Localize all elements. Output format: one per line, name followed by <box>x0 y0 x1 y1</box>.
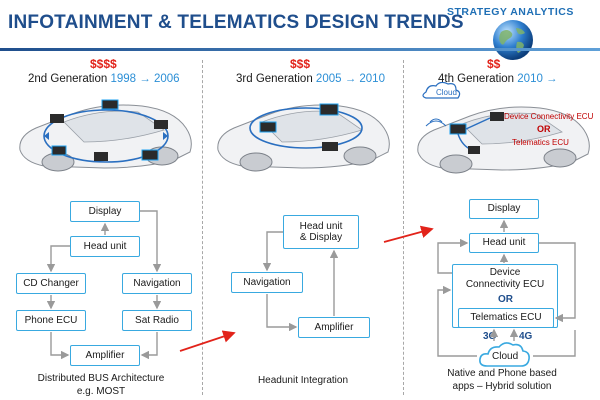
gen4-cloud-icon <box>479 342 530 367</box>
gen2-sat-radio-box: Sat Radio <box>122 310 192 331</box>
gen3-head-unit-label: Head unit <box>299 220 343 232</box>
gen4-caption-line1: Native and Phone based <box>447 368 557 379</box>
gen2-caption-line1: Distributed BUS Architecture <box>37 373 165 384</box>
gen4-or-box-label: OR <box>498 294 513 305</box>
gen2-year-range: 1998 → 2006 <box>110 73 180 85</box>
gen3-headunit-nav-link <box>262 231 283 272</box>
gen4-cloud-right-link <box>533 330 576 357</box>
gen3-nav-amp-link <box>266 294 298 332</box>
column-divider-2 <box>403 60 404 395</box>
gen4-year-range: 2010 → <box>517 73 558 85</box>
gen3-title-prefix: 3rd Generation <box>236 73 316 85</box>
gen4-cost: $$ <box>487 57 501 71</box>
brand-name: STRATEGY ANALYTICS <box>447 6 574 18</box>
transition-arrow-3-4 <box>383 225 434 243</box>
gen2-car-illustration <box>19 99 192 172</box>
globe-icon <box>493 20 533 60</box>
gen3-head-unit-display-box: Head unit & Display <box>283 215 359 249</box>
gen3-amplifier-box: Amplifier <box>298 317 370 338</box>
gen3-cost: $$$ <box>290 57 311 71</box>
gen4-cloud-top-label: Cloud <box>436 88 457 97</box>
gen3-car-illustration <box>217 103 390 172</box>
gen2-head-unit-box: Head unit <box>70 236 140 257</box>
gen2-cd-changer-box: CD Changer <box>16 273 86 294</box>
gen2-display-nav-link <box>140 210 162 273</box>
gen4-device-label: Device <box>489 267 521 278</box>
gen4-connectivity-ecu-label: Connectivity ECU <box>465 278 545 290</box>
column-divider-1 <box>202 60 203 395</box>
gen2-phone-amp-link <box>50 332 70 360</box>
gen4-caption: Native and Phone based apps – Hybrid sol… <box>404 368 600 393</box>
gen3-display-label: & Display <box>299 232 343 243</box>
gen2-sat-amp-link <box>140 332 158 360</box>
gen4-telematics-ecu-box: Telematics ECU <box>458 308 554 328</box>
gen2-title-prefix: 2nd Generation <box>28 73 111 85</box>
gen3-navigation-box: Navigation <box>231 272 303 293</box>
gen4-device-ecu-label: Device Connectivity ECU <box>504 112 594 121</box>
gen4-caption-line2: apps – Hybrid solution <box>452 380 552 392</box>
gen2-caption: Distributed BUS Architecture e.g. MOST <box>0 373 202 398</box>
gen2-caption-line2: e.g. MOST <box>76 385 126 397</box>
gen4-title-prefix: 4th Generation <box>438 73 518 85</box>
gen4-head-unit-box: Head unit <box>469 233 539 253</box>
gen2-cost: $$$$ <box>90 57 117 71</box>
header-divider <box>0 48 600 51</box>
gen4-cloud-label: Cloud <box>492 351 519 362</box>
page-title: INFOTAINMENT & TELEMATICS DESIGN TRENDS <box>8 12 464 33</box>
gen2-display-box: Display <box>70 201 140 222</box>
gen3-title: 3rd Generation 2005 → 2010 <box>236 73 385 85</box>
gen4-4g-label: 4G <box>519 331 533 342</box>
gen4-display-box: Display <box>469 199 539 219</box>
gen3-year-range: 2005 → 2010 <box>315 73 385 85</box>
gen4-title: 4th Generation 2010 → <box>438 73 558 85</box>
gen3-caption: Headunit Integration <box>257 375 349 386</box>
gen4-3g-label: 3G <box>483 331 497 342</box>
gen4-telematics-ecu-label: Telematics ECU <box>512 138 569 147</box>
gen4-or-label: OR <box>537 124 551 134</box>
gen2-amplifier-box: Amplifier <box>70 345 140 366</box>
transition-arrow-2-3 <box>179 330 236 352</box>
gen4-car-illustration <box>417 82 590 174</box>
gen2-headunit-cd-link <box>46 245 70 273</box>
gen2-navigation-box: Navigation <box>122 273 192 294</box>
gen2-phone-ecu-box: Phone ECU <box>16 310 86 331</box>
gen2-title: 2nd Generation 1998 → 2006 <box>28 73 180 85</box>
